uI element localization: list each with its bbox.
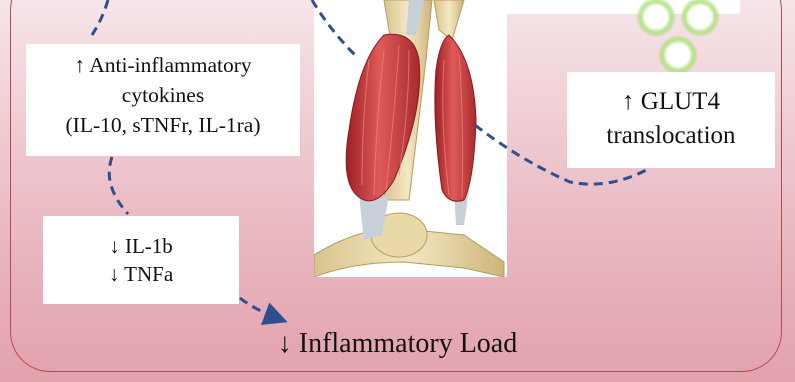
dashed-arrow-to-load <box>240 298 282 320</box>
dashed-arrow-top-center <box>312 0 355 55</box>
dashed-arrow-left-down <box>109 157 128 214</box>
dashed-arrow-top-left <box>92 0 108 35</box>
dashed-arrow-glut4 <box>475 125 650 184</box>
